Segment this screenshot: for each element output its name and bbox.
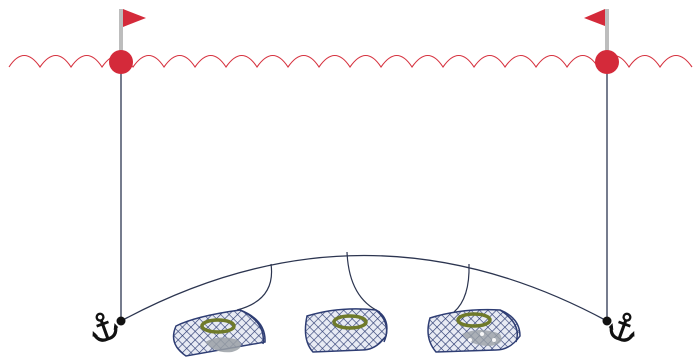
- buoy-float: [595, 50, 619, 74]
- dropper-line-3: [454, 264, 469, 312]
- flag-icon: [584, 9, 605, 26]
- buoy-float: [109, 50, 133, 74]
- left-buoy: [109, 9, 146, 74]
- trap-1: [174, 310, 265, 356]
- dropper-line-1: [237, 264, 272, 310]
- dropper-line-2: [347, 252, 380, 312]
- trap-3: [428, 310, 520, 352]
- left-anchor: [86, 309, 125, 343]
- net-trap-icon: [305, 309, 386, 352]
- net-trap-icon: [428, 310, 520, 352]
- trap-2: [305, 309, 386, 352]
- net-trap-icon: [174, 310, 265, 356]
- flag-icon: [123, 9, 146, 27]
- right-anchor: [603, 309, 641, 343]
- anchor-icon: [86, 309, 121, 343]
- right-buoy: [584, 9, 619, 74]
- anchor-icon: [606, 309, 641, 343]
